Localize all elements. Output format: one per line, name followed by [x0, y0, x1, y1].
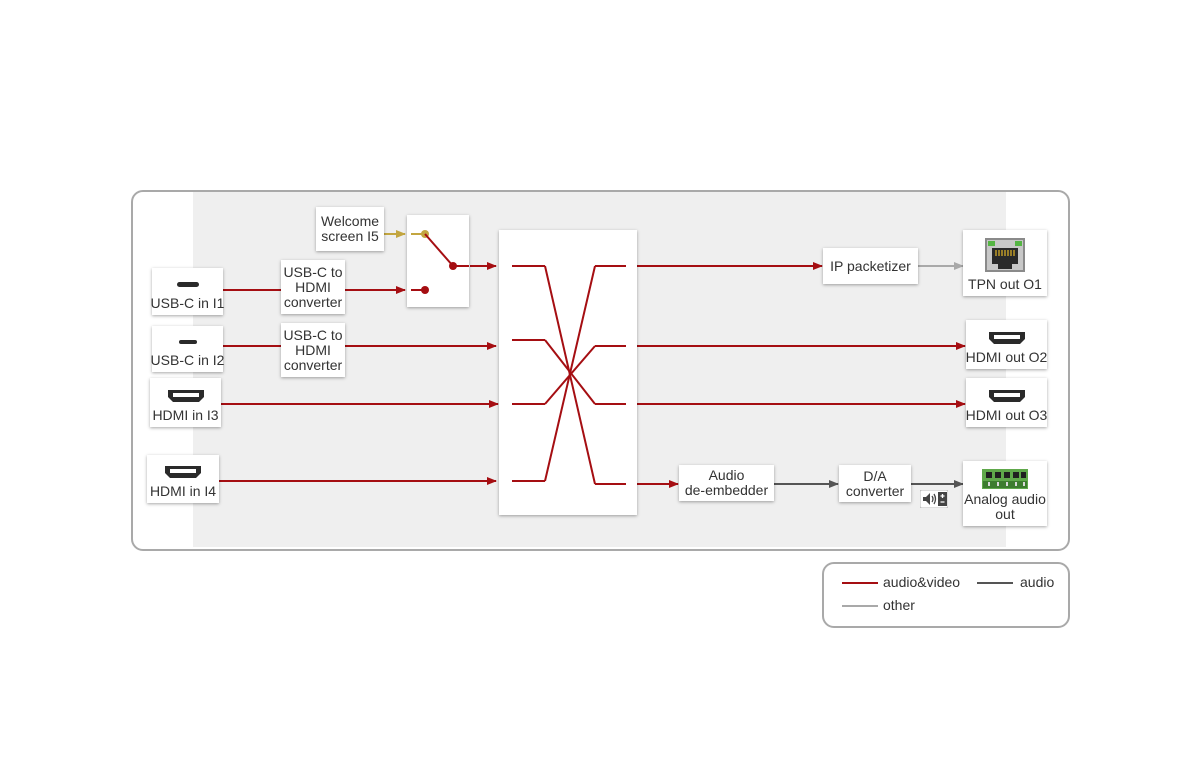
ip-packetizer-label: IP packetizer [830, 257, 911, 274]
input-i4: HDMI in I4 [147, 455, 219, 503]
input-i2-label: USB-C in I2 [150, 352, 225, 368]
converter1-line1: USB-C to [283, 263, 343, 280]
output-o2-hdmi: HDMI out O2 [966, 320, 1047, 369]
converter2-line3: converter [283, 356, 343, 373]
converter1-line3: converter [283, 293, 343, 310]
output-o1-label: TPN out O1 [968, 276, 1042, 292]
ip-packetizer: IP packetizer [823, 248, 918, 284]
welcome-label-line1: Welcome [320, 213, 380, 229]
legend-swatch-audio [977, 582, 1013, 584]
converter2-line2: HDMI [295, 341, 331, 358]
hdmi-port-icon [988, 390, 1025, 402]
converter2-line1: USB-C to [283, 326, 343, 343]
usb-c-port-icon [178, 340, 197, 344]
da-converter-line1: D/A [863, 467, 887, 484]
hdmi-port-icon [167, 390, 204, 402]
input-selector-switch [407, 215, 469, 307]
output-o1-tpn: TPN out O1 [963, 230, 1047, 296]
legend-swatch-other [842, 605, 878, 607]
legend-label-audio: audio [1020, 574, 1055, 590]
output-o3-hdmi: HDMI out O3 [966, 378, 1047, 427]
usbc-to-hdmi-converter-1: USB-C to HDMI converter [281, 260, 345, 314]
hdmi-port-icon [988, 332, 1025, 344]
output-analog-audio: Analog audio out [963, 461, 1047, 526]
input-i1: USB-C in I1 [150, 268, 225, 315]
legend-swatch-audio-video [842, 582, 878, 584]
input-i5-welcome-screen: Welcome screen I5 [316, 207, 384, 251]
analog-out-line2: out [995, 506, 1015, 522]
input-i4-label: HDMI in I4 [149, 483, 217, 499]
legend-label-other: other [883, 597, 915, 613]
legend-label-audio-video: audio&video [883, 574, 961, 590]
usbc-to-hdmi-converter-2: USB-C to HDMI converter [281, 323, 345, 377]
input-i3-label: HDMI in I3 [152, 407, 219, 423]
usb-c-port-icon [176, 282, 199, 287]
switch-icon [411, 230, 469, 294]
deembedder-line1: Audio [708, 467, 745, 483]
terminal-block-icon [982, 469, 1028, 489]
analog-out-line1: Analog audio [964, 491, 1046, 507]
deembedder-line2: de-embedder [684, 482, 769, 498]
da-converter: D/A converter [839, 465, 911, 502]
crosspoint-matrix [499, 230, 637, 515]
converter1-line2: HDMI [295, 278, 331, 295]
input-i2: USB-C in I2 [150, 326, 225, 372]
input-i3: HDMI in I3 [150, 378, 221, 427]
welcome-label-line2: screen I5 [321, 228, 379, 244]
output-o2-label: HDMI out O2 [965, 349, 1048, 365]
input-i1-label: USB-C in I1 [150, 295, 225, 311]
matrix-crossing-icon [512, 265, 626, 485]
legend: audio&video audio other [822, 562, 1070, 628]
output-o3-label: HDMI out O3 [965, 407, 1048, 423]
volume-balance-icon [920, 490, 948, 508]
rj45-port-icon [985, 238, 1025, 272]
audio-deembedder: Audio de-embedder [679, 465, 774, 501]
da-converter-line2: converter [845, 482, 905, 499]
hdmi-port-icon [165, 466, 201, 478]
